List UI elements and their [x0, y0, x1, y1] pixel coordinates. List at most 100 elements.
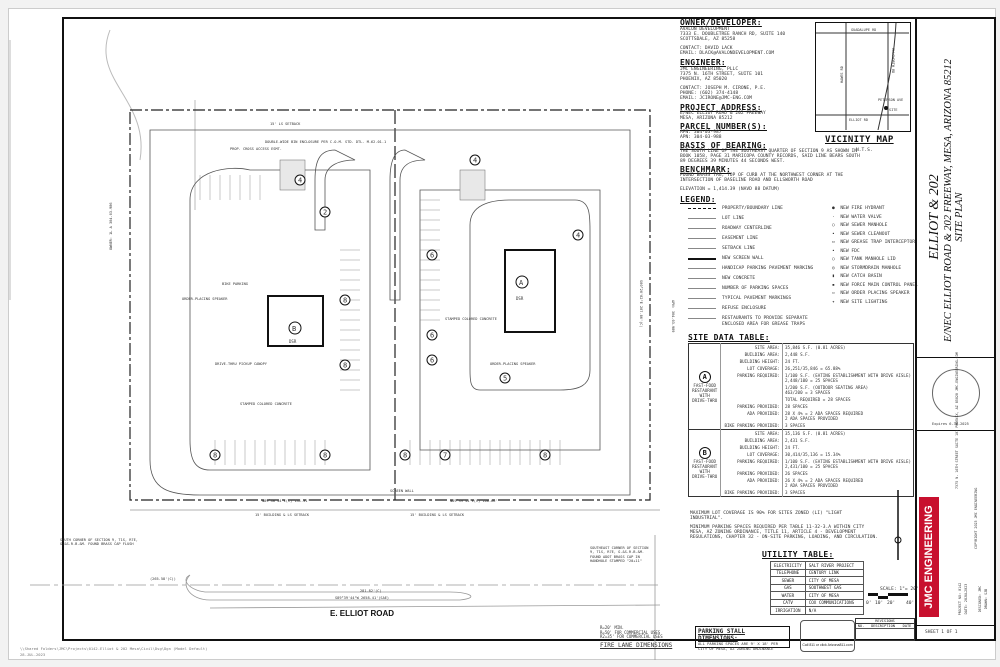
plan-label: OWNER: 1L A 304-03-986: [109, 202, 113, 250]
legend-label: SETBACK LINE: [722, 246, 756, 251]
owner-info: AVALON DEVELOPMENT 7333 E. DOUBLETREE RA…: [680, 27, 786, 56]
legend-item: • NEW SEWER CLEANOUT: [832, 232, 917, 241]
site-data-value: 35,846 S.F. (0.81 ACRES): [784, 345, 846, 350]
site-data-key: [720, 384, 783, 396]
site-data-key: BUILDING AREA:: [720, 351, 783, 358]
utility-heading: UTILITY TABLE:: [762, 550, 834, 559]
legend-label: NEW STORMDRAIN MANHOLE: [840, 265, 902, 271]
site-data-key: SITE AREA:: [720, 343, 783, 351]
plan-label: DOUBLE-WIDE BIN ENCLOSURE PER C.O.M. STD…: [265, 140, 386, 144]
plan-label: S89°39'44"W 2658.41'(SAE): [335, 596, 389, 600]
parking-count: 8: [543, 452, 547, 460]
legend-item: ◎ NEW STORMDRAIN MANHOLE: [832, 266, 917, 275]
site-data-row: TOTAL REQUIRED = 28 SPACES: [689, 396, 914, 403]
site-data-value: 2,448 S.F.: [784, 352, 811, 357]
utility-provider: SOUTHWEST GAS: [804, 583, 864, 592]
legend-label: NEW ORDER PLACING SPEAKER: [840, 291, 910, 296]
site-data-value: 24 FT.: [784, 445, 801, 450]
site-data-value: 3 SPACES: [784, 423, 806, 428]
vicinity-site-label: SITE: [889, 108, 897, 112]
arizona811-logo: Call 811 or click Arizona811.com: [800, 620, 855, 652]
utility-provider: N/A: [804, 606, 864, 615]
jmc-logo: JMC ENGINEERING: [919, 497, 939, 617]
utility-provider: COX COMMUNICATIONS: [804, 598, 864, 607]
site-data-value: 26,251/35,846 = 65.88%: [784, 366, 841, 371]
legend-item: ● NEW FIRE HYDRANT: [832, 206, 917, 215]
site-marker: A: [698, 370, 711, 383]
legend-symbol-icon: •: [832, 248, 841, 254]
legend-label: NEW SEWER MANHOLE: [840, 223, 888, 228]
fire-lane-notes: R=20' MIN. R=50' FOR COMMERCIAL USES R2=…: [600, 625, 663, 639]
site-data-row: PARKING PROVIDED:28 SPACES: [689, 403, 914, 410]
parking-count: 6: [430, 332, 434, 340]
seal-expires: Expires 6-30-2025: [932, 422, 969, 426]
legend-item: PROPERTY/BOUNDARY LINE: [688, 206, 808, 216]
site-data-key: PARKING PROVIDED:: [720, 403, 783, 410]
legend-item: EASEMENT LINE: [688, 236, 808, 246]
drive-aisle-east: [419, 189, 601, 451]
parking-count-marker: [426, 249, 438, 261]
copyright: COPYRIGHT 2023 JMC ENGINEERING: [974, 487, 978, 549]
legend-label: TYPICAL PAVEMENT MARKINGS: [722, 296, 792, 301]
parking-stall-box: PARKING STALL DIMENSIONS: ALL PARKING SP…: [695, 626, 790, 651]
building-b-marker: [288, 321, 302, 335]
site-marker: B: [698, 447, 711, 459]
plan-label: BIKE PARKING: [222, 282, 248, 286]
legend-right: ● NEW FIRE HYDRANT· NEW WATER VALVE○ NEW…: [832, 206, 918, 308]
road-median: [185, 574, 472, 601]
utility-type: ELECTRICITY: [770, 561, 806, 570]
site-data-row: BUILDING AREA:2,431 S.F.: [689, 437, 914, 444]
building-b-id: B: [292, 325, 296, 333]
legend-item: REFUSE ENCLOSURE: [688, 306, 808, 316]
legend-symbol-icon: [688, 288, 716, 289]
legend-label: ROADWAY CENTERLINE: [722, 226, 772, 231]
parking-count: 5: [503, 375, 507, 383]
plan-label: S00°20'02"E 207.86'(C): [639, 280, 643, 328]
drawn-by: DRAWN: SJB: [984, 588, 988, 610]
legend-symbol-icon: [688, 308, 716, 309]
vicinity-road-label: ELLIOT RD: [849, 118, 868, 122]
legend-symbol-icon: ●: [832, 206, 841, 211]
legend-symbol-icon: [688, 258, 716, 260]
parking-stall-text: ALL PARKING SPACES ARE 9' X 18' PER CITY…: [698, 641, 779, 651]
parking-count: 8: [323, 452, 327, 460]
vicinity-map-nts: N.T.S.: [856, 148, 873, 153]
parking-count-marker: [539, 449, 551, 461]
legend-label: PROPERTY/BOUNDARY LINE: [722, 206, 783, 211]
parking-count-marker: [294, 174, 306, 186]
parking-count: 8: [343, 362, 347, 370]
site-data-key: LOT COVERAGE:: [720, 365, 783, 372]
sheet-number: SHEET 1 OF 1: [925, 630, 958, 635]
parking-count-marker: [209, 449, 221, 461]
site-data-value: 1/100 S.F. (EATING ESTABLISHMENT WITH DR…: [784, 459, 911, 469]
plan-label: ORDER-PLACING SPEAKER: [490, 362, 536, 366]
legend-label: NEW WATER VALVE: [840, 214, 882, 220]
legend-symbol-icon: [688, 228, 716, 229]
road-name: E. ELLIOT ROAD: [330, 609, 394, 618]
legend-label: EASEMENT LINE: [722, 236, 758, 241]
drive-thru-lane-a: [469, 199, 591, 391]
legend-label: LOT LINE: [722, 216, 745, 221]
parking-count-marker: [399, 449, 411, 461]
site-data-row: BUILDING AREA:2,448 S.F.: [689, 351, 914, 358]
parking-count-marker: [339, 359, 351, 371]
legend-item: HANDICAP PARKING PAVEMENT MARKING: [688, 266, 813, 276]
engineer-info: JMC ENGINEERING, PLLC 7375 N. 16TH STREE…: [680, 67, 766, 101]
legend-item: ROADWAY CENTERLINE: [688, 226, 808, 236]
site-data-key: BIKE PARKING PROVIDED:: [720, 422, 783, 430]
north-arrow-and-scale: [868, 490, 908, 599]
legend-heading: LEGEND:: [680, 195, 716, 204]
site-data-value: 26 SPACES: [784, 471, 808, 476]
utility-provider: CENTURY LINK: [804, 568, 864, 577]
revisions-title: REVISIONS: [856, 619, 914, 624]
refuse-enclosure-east: [459, 169, 486, 201]
parking-count-marker: [572, 229, 584, 241]
building-a-id: A: [519, 279, 524, 287]
project-title: ELLIOT & 202: [927, 174, 942, 260]
